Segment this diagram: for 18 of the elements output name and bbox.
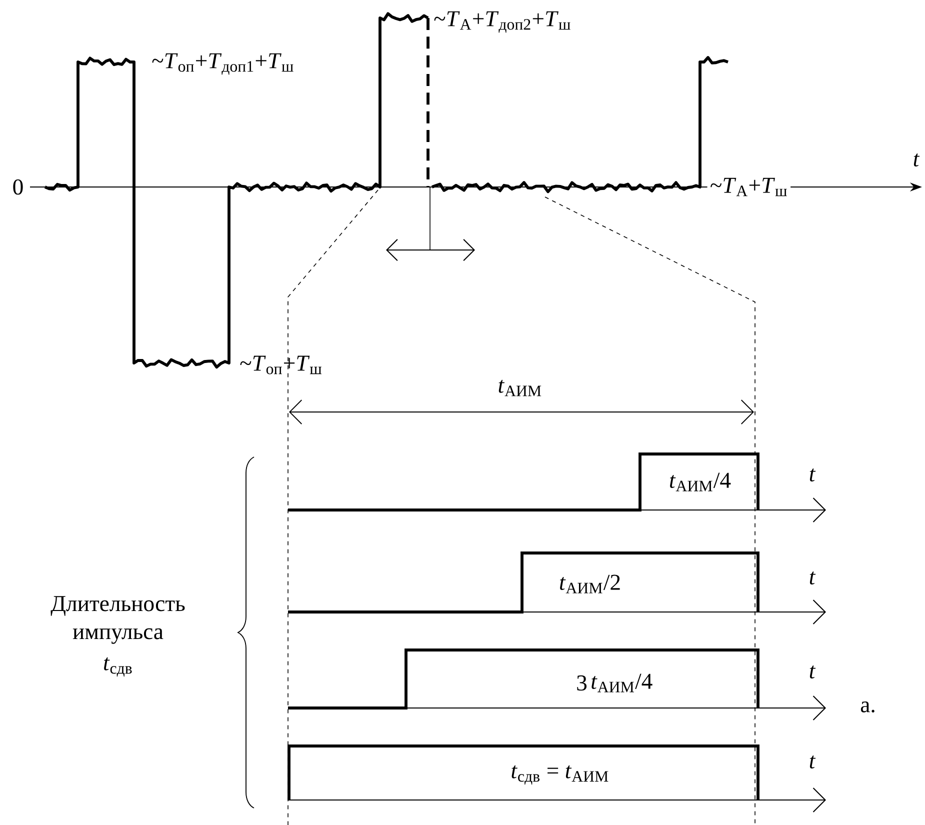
value-label: а. [860,702,874,712]
value-label: 3 [577,675,587,691]
value-label: ~T$_{оп}$+T$_{ш}$ [240,356,322,374]
axis-label: t [914,154,920,166]
value-label: ~T$_{А}$+T$_{ш}$ [707,175,791,199]
axis-label: t [810,572,816,584]
axis-label: t [810,468,816,482]
value-label: ~T$_{оп}$+T$_{доп1}$+T$_{ш}$ [152,53,294,75]
value-label: 0 [13,179,23,195]
value-label: t$_{АИМ}$/4 [592,674,652,692]
value-label: t$_{АИМ}$/2 [560,574,620,594]
value-label: t$_{сдв}$ = t$_{АИМ}$ [512,765,608,785]
value-label: t$_{АИМ}$ [498,380,542,396]
value-label: t$_{сдв}$ [104,657,132,677]
axis-label: t [810,666,816,678]
value-label: t$_{АИМ}$/4 [670,472,731,492]
axis-label: t [810,756,816,768]
value-label: ~T$_{А}$+T$_{доп2}$+T$_{ш}$ [434,11,570,33]
